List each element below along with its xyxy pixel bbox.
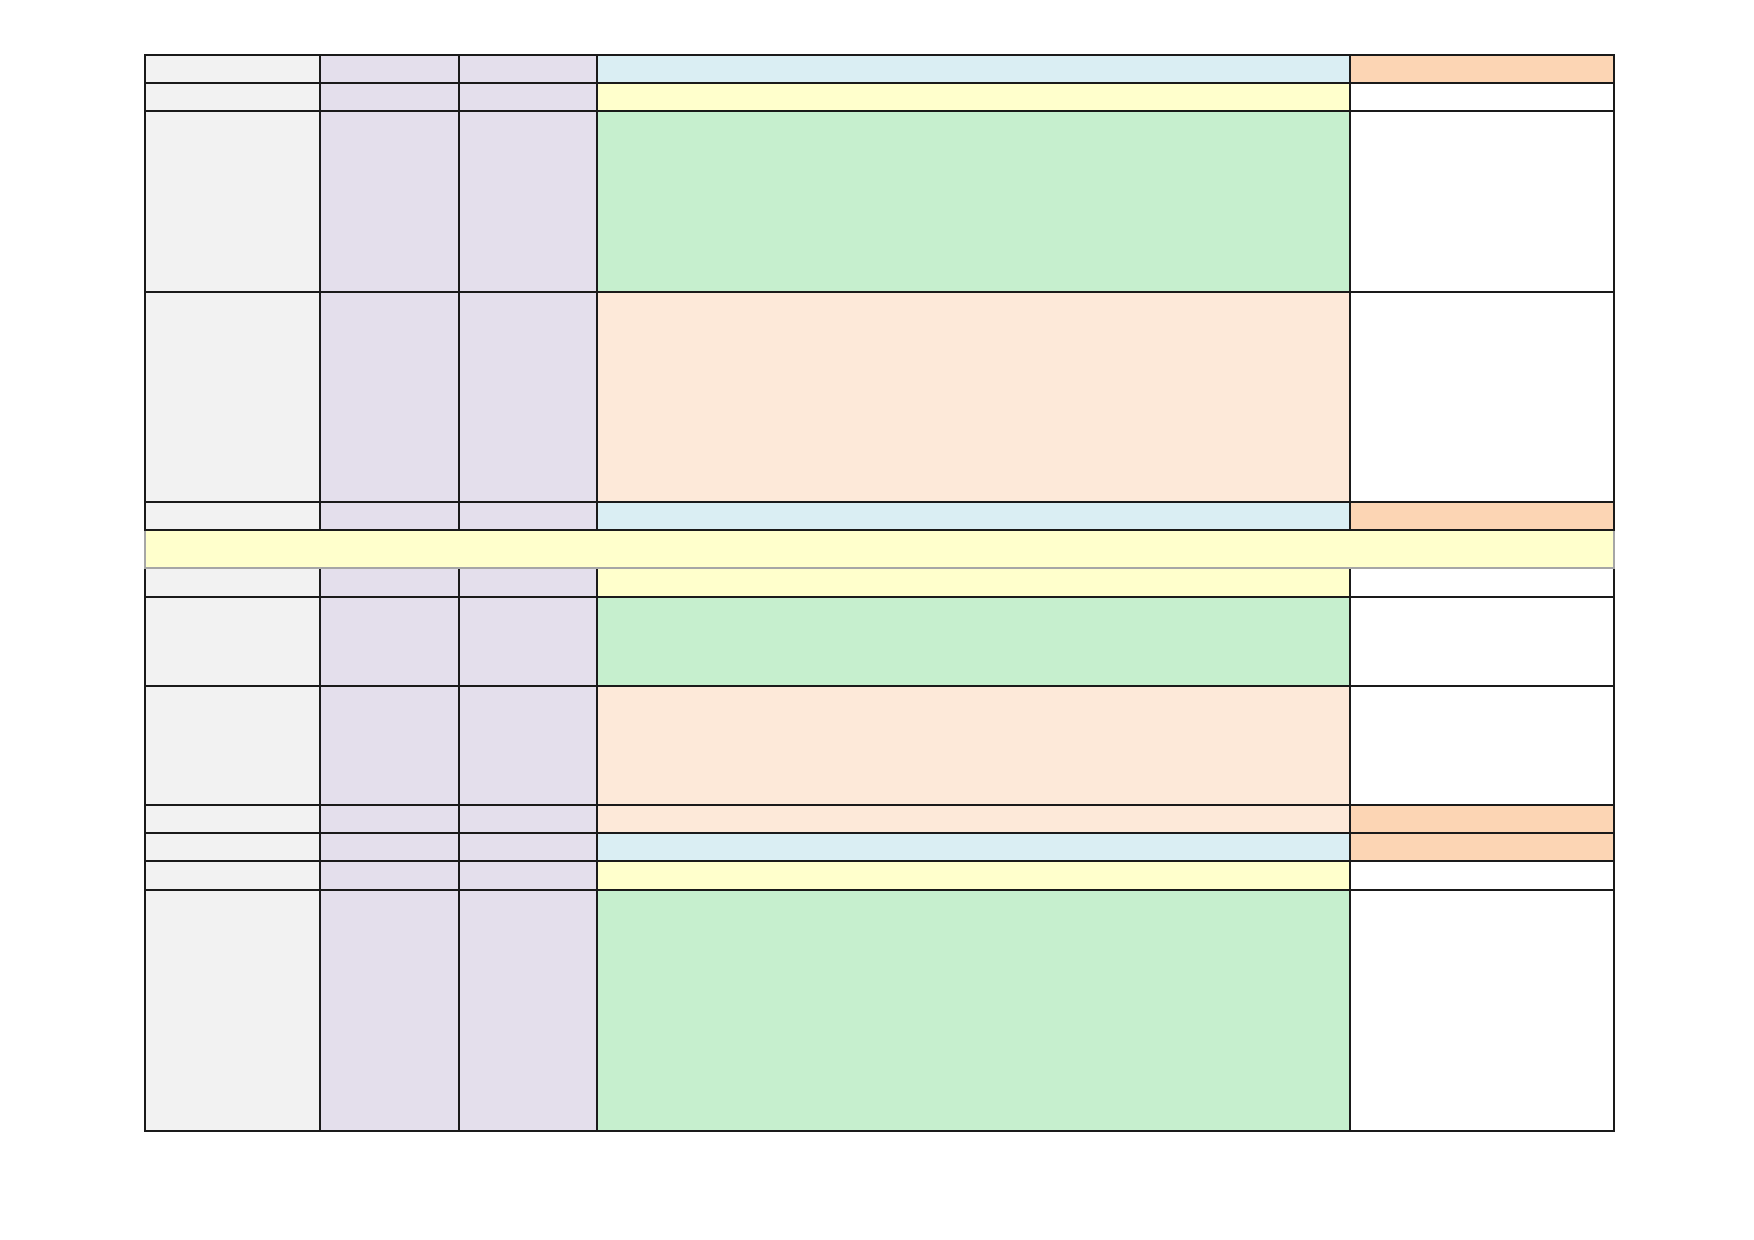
table-cell[interactable] bbox=[596, 832, 1351, 862]
table-row bbox=[144, 501, 1615, 531]
table-cell[interactable] bbox=[458, 82, 598, 112]
table-row bbox=[144, 860, 1615, 891]
table-cell[interactable] bbox=[1349, 110, 1615, 293]
table-cell[interactable] bbox=[319, 501, 460, 531]
table-cell[interactable] bbox=[596, 889, 1351, 1132]
table-cell[interactable] bbox=[319, 685, 460, 806]
table-cell[interactable] bbox=[458, 685, 598, 806]
table-cell[interactable] bbox=[596, 860, 1351, 891]
table-cell[interactable] bbox=[319, 596, 460, 687]
table-cell[interactable] bbox=[596, 596, 1351, 687]
table-row bbox=[144, 889, 1615, 1132]
table-cell[interactable] bbox=[144, 291, 321, 503]
table-cell[interactable] bbox=[1349, 804, 1615, 834]
table-cell[interactable] bbox=[1349, 832, 1615, 862]
table-cell[interactable] bbox=[458, 291, 598, 503]
table-cell[interactable] bbox=[458, 804, 598, 834]
table-cell[interactable] bbox=[1349, 596, 1615, 687]
table-cell[interactable] bbox=[319, 889, 460, 1132]
table-cell[interactable] bbox=[1349, 54, 1615, 84]
table-cell[interactable] bbox=[144, 54, 321, 84]
table-cell[interactable] bbox=[458, 860, 598, 891]
table-cell[interactable] bbox=[596, 567, 1351, 598]
table-row bbox=[144, 596, 1615, 687]
table-row bbox=[144, 804, 1615, 834]
table-cell[interactable] bbox=[1349, 82, 1615, 112]
table-cell[interactable] bbox=[596, 54, 1351, 84]
table-cell[interactable] bbox=[1349, 889, 1615, 1132]
table-cell[interactable] bbox=[596, 685, 1351, 806]
table-row bbox=[144, 54, 1615, 84]
table-cell[interactable] bbox=[1349, 291, 1615, 503]
table-cell[interactable] bbox=[144, 82, 321, 112]
table-cell[interactable] bbox=[458, 832, 598, 862]
table-cell[interactable] bbox=[319, 567, 460, 598]
table-cell[interactable] bbox=[596, 804, 1351, 834]
table-cell[interactable] bbox=[144, 804, 321, 834]
table-row bbox=[144, 82, 1615, 112]
table-cell[interactable] bbox=[319, 54, 460, 84]
spreadsheet-grid bbox=[144, 54, 1615, 1132]
table-cell[interactable] bbox=[144, 685, 321, 806]
table-cell[interactable] bbox=[144, 567, 321, 598]
table-cell[interactable] bbox=[144, 596, 321, 687]
table-cell[interactable] bbox=[458, 889, 598, 1132]
table-row bbox=[144, 529, 1615, 569]
table-cell[interactable] bbox=[458, 567, 598, 598]
table-row bbox=[144, 110, 1615, 293]
table-row bbox=[144, 685, 1615, 806]
table-cell[interactable] bbox=[144, 889, 321, 1132]
table-row bbox=[144, 567, 1615, 598]
table-cell[interactable] bbox=[319, 82, 460, 112]
table-row bbox=[144, 832, 1615, 862]
table-cell[interactable] bbox=[458, 596, 598, 687]
table-cell[interactable] bbox=[319, 860, 460, 891]
table-cell[interactable] bbox=[319, 832, 460, 862]
table-cell[interactable] bbox=[458, 501, 598, 531]
table-cell[interactable] bbox=[458, 110, 598, 293]
table-cell[interactable] bbox=[144, 832, 321, 862]
table-cell[interactable] bbox=[596, 82, 1351, 112]
table-cell[interactable] bbox=[319, 110, 460, 293]
table-cell[interactable] bbox=[144, 860, 321, 891]
table-cell[interactable] bbox=[144, 110, 321, 293]
table-cell[interactable] bbox=[319, 804, 460, 834]
table-row bbox=[144, 291, 1615, 503]
table-cell[interactable] bbox=[596, 110, 1351, 293]
table-cell[interactable] bbox=[1349, 685, 1615, 806]
table-cell[interactable] bbox=[319, 291, 460, 503]
table-cell[interactable] bbox=[596, 501, 1351, 531]
merged-band-cell[interactable] bbox=[144, 529, 1615, 569]
table-cell[interactable] bbox=[1349, 567, 1615, 598]
table-cell[interactable] bbox=[144, 501, 321, 531]
table-cell[interactable] bbox=[596, 291, 1351, 503]
table-cell[interactable] bbox=[458, 54, 598, 84]
grid-body bbox=[144, 54, 1615, 1132]
table-cell[interactable] bbox=[1349, 860, 1615, 891]
table-cell[interactable] bbox=[1349, 501, 1615, 531]
